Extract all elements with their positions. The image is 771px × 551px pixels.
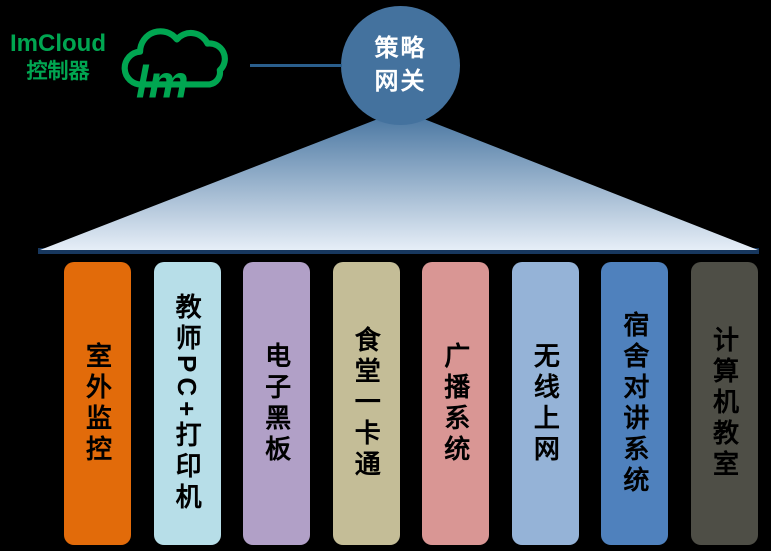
cloud-outline (121, 28, 228, 88)
column-label: 室外监控 (82, 341, 113, 466)
beam-triangle (40, 110, 758, 250)
policy-gateway: 策略 网关 (341, 6, 460, 125)
column-dorm-intercom: 宿舍对讲系统 (601, 262, 669, 545)
cloud-logo-text: lm (136, 57, 188, 108)
column-label: 宿舍对讲系统 (619, 310, 650, 497)
column-label: 教师PC+打印机 (172, 292, 203, 515)
cloud-icon: lm (121, 28, 228, 108)
column-electronic-blackboard: 电子黑板 (243, 262, 311, 545)
gateway-label-line1: 策略 (374, 35, 427, 63)
column-label: 广播系统 (440, 341, 471, 466)
column-computer-classroom: 计算机教室 (690, 262, 758, 545)
column-wireless-internet: 无线上网 (511, 262, 579, 545)
column-label: 无线上网 (530, 341, 561, 466)
column-broadcast-system: 广播系统 (422, 262, 490, 545)
column-label: 食堂一卡通 (351, 326, 382, 481)
controller-subtitle: 控制器 (26, 59, 90, 83)
column-outdoor-monitoring: 室外监控 (64, 262, 131, 545)
column-teacher-pc-printer: 教师PC+打印机 (153, 262, 221, 545)
column-label: 计算机教室 (709, 326, 740, 481)
device-columns: 室外监控 教师PC+打印机 电子黑板 食堂一卡通 广播系统 无线上网 宿舍对讲系… (64, 262, 758, 545)
controller-name: ImCloud (10, 30, 106, 57)
baseline-bar (38, 248, 759, 254)
column-cafeteria-card: 食堂一卡通 (332, 262, 400, 545)
controller-label: ImCloud 控制器 (10, 30, 106, 84)
connector-line (250, 64, 342, 67)
gateway-label-line2: 网关 (374, 67, 427, 95)
column-label: 电子黑板 (261, 341, 292, 466)
